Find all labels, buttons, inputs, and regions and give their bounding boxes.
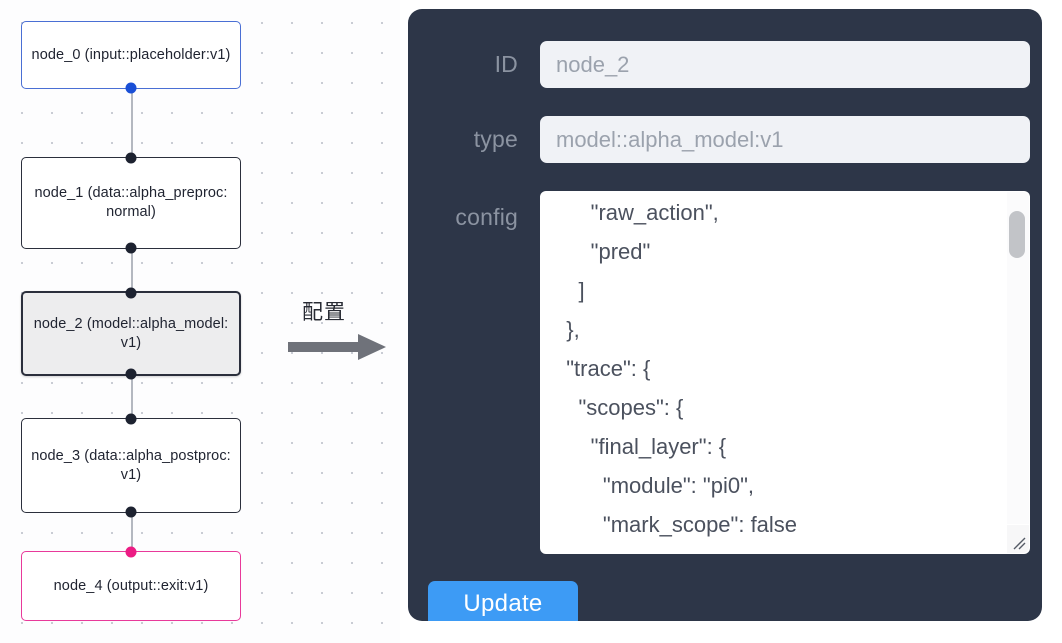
config-textarea-wrapper: "raw_action", "pred" ] }, "trace": { "sc… bbox=[540, 191, 1030, 554]
update-button[interactable]: Update bbox=[428, 581, 578, 621]
field-row-config: config "raw_action", "pred" ] }, "trace"… bbox=[408, 191, 1042, 554]
node-handle-bottom-icon[interactable] bbox=[125, 242, 137, 254]
flow-node-node_4[interactable]: node_4 (output::exit:v1) bbox=[21, 546, 241, 621]
edge-node2-node3 bbox=[131, 376, 133, 418]
flow-node-node_0[interactable]: node_0 (input::placeholder:v1) bbox=[21, 21, 241, 94]
flow-node-node_1[interactable]: node_1 (data::alpha_preproc:normal) bbox=[21, 152, 241, 254]
id-input[interactable] bbox=[540, 41, 1030, 88]
arrow-right-icon bbox=[288, 333, 388, 366]
node-handle-top-icon[interactable] bbox=[125, 152, 137, 164]
field-row-id: ID bbox=[408, 41, 1042, 88]
node-handle-top-icon[interactable] bbox=[125, 287, 137, 299]
config-scrollbar-thumb[interactable] bbox=[1009, 211, 1025, 258]
node-handle-bottom-icon[interactable] bbox=[125, 506, 137, 518]
flow-node-node_3[interactable]: node_3 (data::alpha_postproc:v1) bbox=[21, 413, 241, 518]
edge-node1-node2 bbox=[131, 249, 133, 291]
flow-node-label: node_4 (output::exit:v1) bbox=[53, 577, 209, 594]
label-config: config bbox=[455, 204, 518, 230]
arrow-label: 配置 bbox=[302, 301, 346, 324]
config-scrollbar-track[interactable] bbox=[1007, 192, 1029, 524]
node-handle-top-icon[interactable] bbox=[125, 546, 137, 558]
flow-node-label: node_2 (model::alpha_model:v1) bbox=[33, 315, 229, 351]
node-handle-bottom-icon[interactable] bbox=[125, 82, 137, 94]
config-textarea[interactable]: "raw_action", "pred" ] }, "trace": { "sc… bbox=[540, 191, 1030, 554]
node-handle-bottom-icon[interactable] bbox=[125, 368, 137, 380]
node-config-panel: ID type config "raw_action", "pred" ] },… bbox=[408, 9, 1042, 621]
flow-node-label: node_3 (data::alpha_postproc:v1) bbox=[31, 447, 231, 483]
resize-grip-icon[interactable] bbox=[1007, 525, 1029, 553]
flow-node-label: node_1 (data::alpha_preproc:normal) bbox=[34, 185, 228, 220]
flow-node-label: node_0 (input::placeholder:v1) bbox=[31, 46, 231, 63]
edge-node0-node1 bbox=[131, 89, 133, 157]
label-id: ID bbox=[494, 51, 518, 77]
transition-arrow-group: 配置 bbox=[288, 296, 398, 366]
type-input[interactable] bbox=[540, 116, 1030, 163]
flow-node-node_2[interactable]: node_2 (model::alpha_model:v1) bbox=[21, 287, 241, 380]
field-row-type: type bbox=[408, 116, 1042, 163]
node-handle-top-icon[interactable] bbox=[125, 413, 137, 425]
flow-canvas[interactable]: node_0 (input::placeholder:v1) node_1 (d… bbox=[0, 0, 400, 643]
label-type: type bbox=[473, 126, 518, 152]
edge-node3-node4 bbox=[131, 513, 133, 551]
